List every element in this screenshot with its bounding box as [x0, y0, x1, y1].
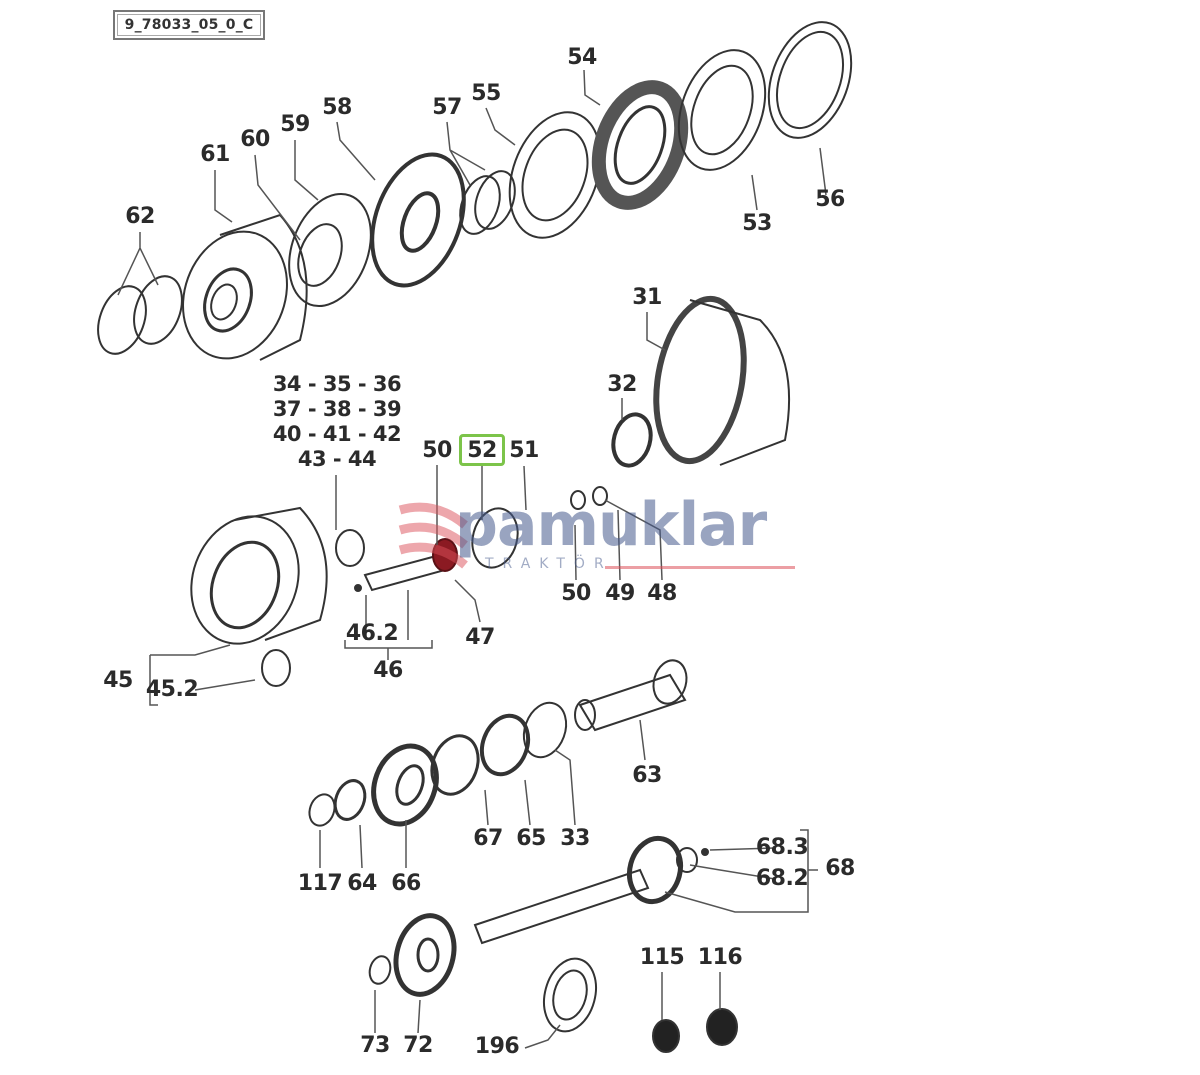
watermark-underline [605, 566, 795, 569]
part-label-54[interactable]: 54 [567, 45, 597, 70]
bushing-116-icon [706, 1008, 738, 1046]
ring-64-icon [333, 779, 367, 821]
washer-43-44-icon [335, 529, 365, 567]
part-label-56[interactable]: 56 [815, 187, 845, 212]
ring-gear-31-icon [653, 295, 791, 466]
ring-60-icon [297, 223, 343, 287]
part-label-46[interactable]: 46 [373, 658, 403, 683]
part-label-51[interactable]: 51 [509, 438, 539, 463]
washer-45-2-icon [261, 649, 291, 687]
part-label-72[interactable]: 72 [403, 1033, 433, 1058]
part-label-45-2[interactable]: 45.2 [145, 677, 199, 702]
planet-carrier-45-icon [190, 506, 328, 645]
part-label-66[interactable]: 66 [391, 871, 421, 896]
part-label-32[interactable]: 32 [607, 372, 637, 397]
part-label-48[interactable]: 48 [647, 581, 677, 606]
part-label-55[interactable]: 55 [471, 81, 501, 106]
gear-66-icon [371, 743, 439, 827]
part-label-63[interactable]: 63 [632, 763, 662, 788]
part-label-47[interactable]: 47 [465, 625, 495, 650]
part-label-49[interactable]: 49 [605, 581, 635, 606]
watermark-brand: pamuklar [455, 490, 767, 560]
diagram-reference-code: 9_78033_05_0_C [113, 10, 265, 40]
part-label-50-top[interactable]: 50 [422, 438, 452, 463]
plate-53-icon [677, 49, 767, 171]
part-label-59[interactable]: 59 [280, 112, 310, 137]
bearing-65-icon [479, 713, 531, 777]
part-label-33[interactable]: 33 [560, 826, 590, 851]
highlight-box-52 [459, 434, 505, 466]
part-label-115[interactable]: 115 [639, 945, 685, 970]
part-label-196[interactable]: 196 [474, 1034, 520, 1059]
part-label-68[interactable]: 68 [825, 856, 855, 881]
gear-72-icon [393, 913, 457, 997]
washer-48-icon [592, 486, 608, 506]
part-label-57[interactable]: 57 [432, 95, 462, 120]
ring-73-icon [368, 955, 392, 985]
part-label-50-bottom[interactable]: 50 [561, 581, 591, 606]
piston-58-icon [370, 152, 466, 288]
watermark-logo-icon [398, 502, 468, 569]
part-label-53[interactable]: 53 [742, 211, 772, 236]
part-label-117[interactable]: 117 [297, 871, 343, 896]
leader-lines [117, 69, 827, 1049]
part-label-58[interactable]: 58 [322, 95, 352, 120]
part-label-61[interactable]: 61 [200, 142, 230, 167]
part-label-64[interactable]: 64 [347, 871, 377, 896]
o-ring-62-icon [97, 275, 183, 355]
part-label-45[interactable]: 45 [103, 668, 133, 693]
friction-disc-54-icon [591, 80, 689, 210]
part-label-116[interactable]: 116 [697, 945, 743, 970]
seal-67-icon [430, 734, 480, 796]
part-label-46-2[interactable]: 46.2 [345, 621, 399, 646]
watermark-subtitle: TRAKTÖR [485, 556, 613, 572]
washer-33-icon [522, 701, 568, 759]
washer-49-icon [570, 490, 586, 510]
bushing-115-icon [652, 1019, 680, 1053]
part-label-68-3[interactable]: 68.3 [755, 835, 809, 860]
ring-117-icon [308, 793, 336, 827]
part-label-68-2[interactable]: 68.2 [755, 866, 809, 891]
washer-32-icon [611, 412, 653, 468]
disc-59-icon [288, 192, 372, 308]
part-label-52[interactable]: 52 [467, 438, 497, 463]
snap-ring-56-icon [767, 21, 853, 139]
part-label-group-34-44[interactable]: 34 - 35 - 36 37 - 38 - 39 40 - 41 - 42 4… [272, 372, 402, 471]
shaft-68-icon [473, 835, 709, 945]
part-label-73[interactable]: 73 [360, 1033, 390, 1058]
shaft-63-icon [574, 659, 688, 732]
plate-55-icon [508, 111, 602, 239]
clutch-housing-61-icon [182, 213, 308, 361]
part-label-62[interactable]: 62 [125, 204, 155, 229]
part-label-67[interactable]: 67 [473, 826, 503, 851]
planet-gear-52-icon [471, 507, 519, 569]
washer-196-icon [543, 957, 597, 1033]
part-label-60[interactable]: 60 [240, 127, 270, 152]
part-label-31[interactable]: 31 [632, 285, 662, 310]
part-label-65[interactable]: 65 [516, 826, 546, 851]
